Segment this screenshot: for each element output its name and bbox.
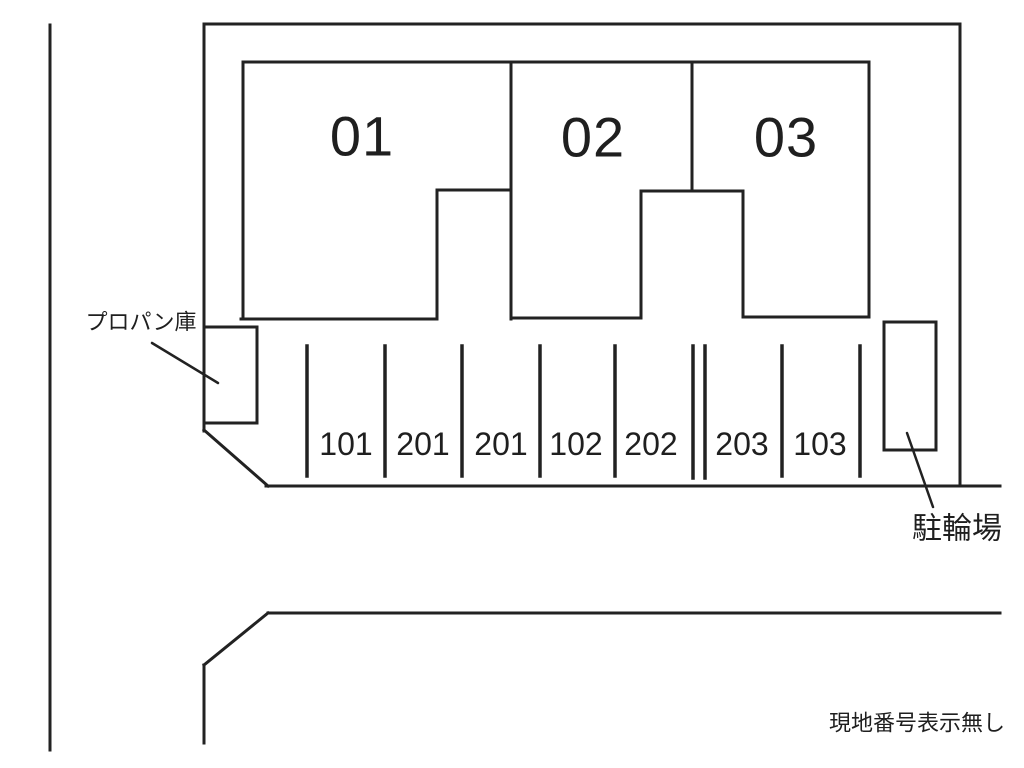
bicycle-label: 駐輪場: [912, 513, 1002, 546]
site-boundary: [201, 22, 1002, 489]
unit-label-01: 01: [330, 105, 394, 168]
road-lower-diagonal: [201, 610, 271, 668]
road-edge-lower: [201, 610, 1002, 745]
unit-label-03: 03: [754, 106, 818, 169]
bicycle-parking: 駐輪場: [882, 320, 1002, 546]
propane-storage-outline: [202, 325, 259, 425]
stall-label-101: 101: [319, 426, 372, 462]
propane-label: プロパン庫: [85, 310, 196, 335]
building-block: [239, 60, 871, 321]
bicycle-leader-line: [905, 431, 935, 509]
propane-leader-line: [150, 341, 220, 385]
bicycle-parking-outline: [882, 320, 938, 452]
unit-labels: 01 02 03: [330, 105, 818, 169]
stall-label-201b: 201: [474, 426, 527, 462]
parking-labels: 101 201 201 102 202 203 103: [319, 426, 846, 462]
stall-label-203: 203: [715, 426, 768, 462]
parking-dividers: [305, 344, 862, 480]
stall-label-103: 103: [793, 426, 846, 462]
unit-label-02: 02: [561, 106, 625, 169]
note-text: 現地番号表示無し: [829, 711, 1005, 736]
stall-label-102: 102: [549, 426, 602, 462]
propane-storage: プロパン庫: [85, 310, 259, 425]
stall-label-202: 202: [624, 426, 677, 462]
stall-label-201a: 201: [396, 426, 449, 462]
boundary-diagonal: [201, 427, 271, 489]
